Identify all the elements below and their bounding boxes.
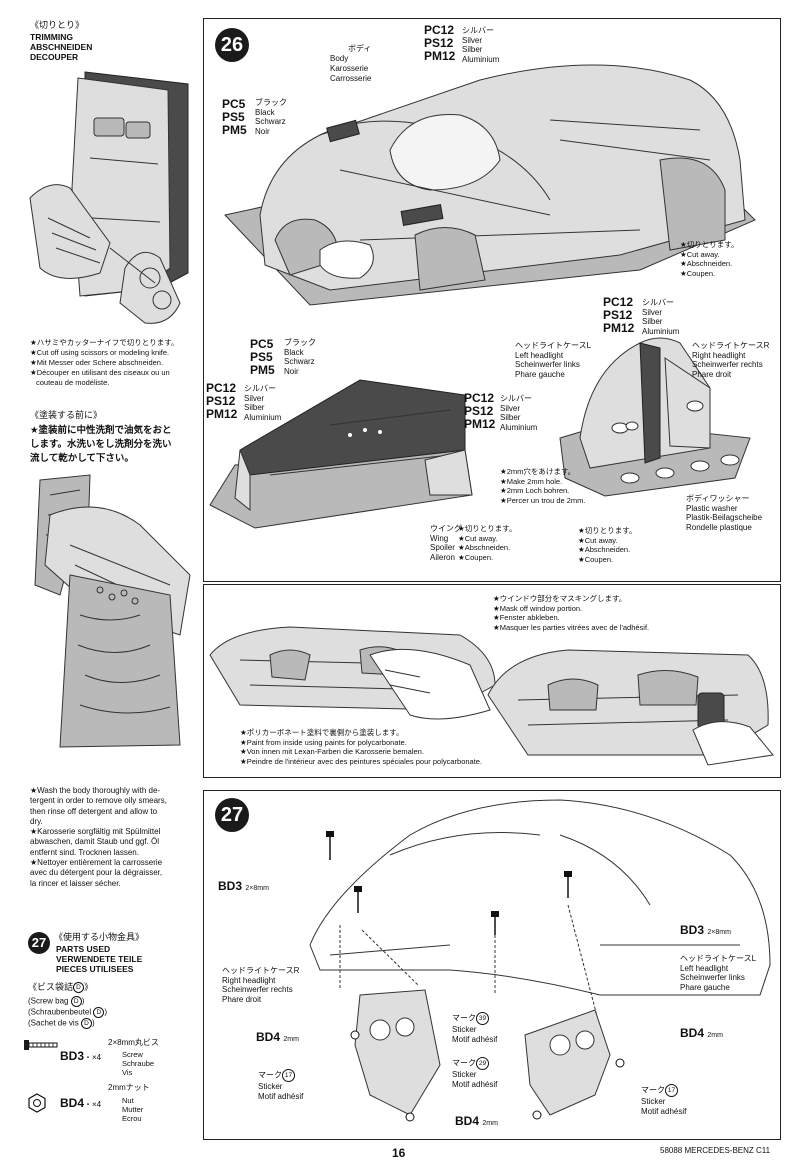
step-26-badge: 26 [215,28,249,62]
paint-code-pc12-wing-right: PC12 PS12 PM12 [464,391,496,431]
paint-names-pc5-wing: ブラック Black Schwarz Noir [284,338,316,376]
nut-icon [28,1093,46,1113]
wash-note: ★Wash the body thoroughly with de- terge… [30,786,167,888]
body-illustration [224,64,756,306]
paint-names-pc12-top: シルバー Silver Silber Aluminium [462,26,500,64]
paint-names-pc12-head: シルバー Silver Silber Aluminium [642,298,680,336]
bd4-left-label: BD4 2mm [256,1030,299,1044]
step-27-panel [203,790,781,1140]
parts-step-badge: 27 [28,932,50,954]
page-number: 16 [392,1146,406,1160]
paint-code-pc12-top: PC12 PS12 PM12 [424,23,456,63]
before-painting-title: 《塗装する前に》 [30,410,103,420]
scissors-note: ★ハサミやカッターナイフで切りとります。 ★Cut off using scis… [30,338,179,387]
cut-away-note-1: ★切りとります。 ★Cut away. ★Abschneiden. ★Coupe… [680,240,739,278]
trimming-jp: 《切りとり》 [30,20,85,30]
painting-illustration [487,649,774,766]
cut-away-note-3: ★切りとります。 ★Cut away. ★Abschneiden. ★Coupe… [578,526,637,564]
right-headlight-label: ヘッドライトケースR Right headlight Scheinwerfer … [692,341,770,379]
screw-names: Screw Schraube Vis [122,1050,155,1077]
bd3-right-label: BD3 2×8mm [680,923,731,937]
headlight-r-label: ヘッドライトケースR Right headlight Scheinwerfer … [222,966,300,1004]
headlight-l-label: ヘッドライトケースL Left headlight Scheinwerfer l… [680,954,757,992]
bd4-bottom-label: BD4 2mm [455,1114,498,1128]
left-headlight-label: ヘッドライトケースL Left headlight Scheinwerfer l… [515,341,592,379]
paint-code-pc5-top: PC5 PS5 PM5 [222,97,247,137]
paint-code-pc12-head: PC12 PS12 PM12 [603,295,635,335]
paint-code-pc12-wing-left: PC12 PS12 PM12 [206,381,238,421]
screw-jp: 2×8mm丸ビス [108,1038,159,1047]
masking-illustration [209,626,496,720]
screw-icon [24,1040,58,1050]
paint-note: ★ポリカーボネート塗料で裏側から塗装します。 ★Paint from insid… [240,728,483,766]
paint-names-pc12-wing-left: シルバー Silver Silber Aluminium [244,384,282,422]
washer-label: ボディワッシャー Plastic washer Plastik-Beilagsc… [686,494,763,532]
before-painting-jp: ★塗装前に中性洗剤で油気をおと します。水洗いをし洗剤分を洗い 流して乾かして下… [30,425,172,464]
screw-code: BD3・×4 [60,1049,102,1063]
cut-away-note-2: ★切りとります。 ★Cut away. ★Abschneiden. ★Coupe… [458,524,517,562]
bd4-right-label: BD4 2mm [680,1026,723,1040]
paint-names-pc5-top: ブラック Black Schwarz Noir [255,98,287,136]
paint-code-pc5-wing: PC5 PS5 PM5 [250,337,275,377]
model-label: 58088 MERCEDES-BENZ C11 [660,1146,771,1155]
wing-illustration [209,379,473,529]
body-label: ボディ Body Karosserie Carrosserie [330,44,372,83]
screw-bag-lines: (Screw bag D) (Schraubenbeutel D) (Sache… [28,996,108,1030]
wing-label: ウイング Wing Spoiler Aileron [430,524,462,562]
mask-note: ★ウインドウ部分をマスキングします。 ★Mask off window port… [493,594,650,632]
paint-names-pc12-wing-right: シルバー Silver Silber Aluminium [500,394,538,432]
bd3-left-label: BD3 2×8mm [218,879,269,893]
washing-illustration [34,474,191,748]
parts-used-jp: 《使用する小物金具》 [54,932,145,942]
hole-note: ★2mm穴をあけます。 ★Make 2mm hole. ★2mm Loch bo… [500,467,586,505]
trimming-illustration [29,71,189,324]
step-27-illustration [309,799,771,1122]
step-27-badge: 27 [215,798,249,832]
trimming-title: TRIMMING ABSCHNEIDEN DECOUPER [30,32,93,62]
headlight-case-illustration [559,337,751,497]
nut-code: BD4・×4 [60,1096,102,1110]
parts-used-title: PARTS USED VERWENDETE TEILE PIECES UTILI… [56,944,143,974]
nut-names: Nut Mutter Ecrou [122,1096,144,1123]
nut-jp: 2mmナット [108,1083,150,1092]
